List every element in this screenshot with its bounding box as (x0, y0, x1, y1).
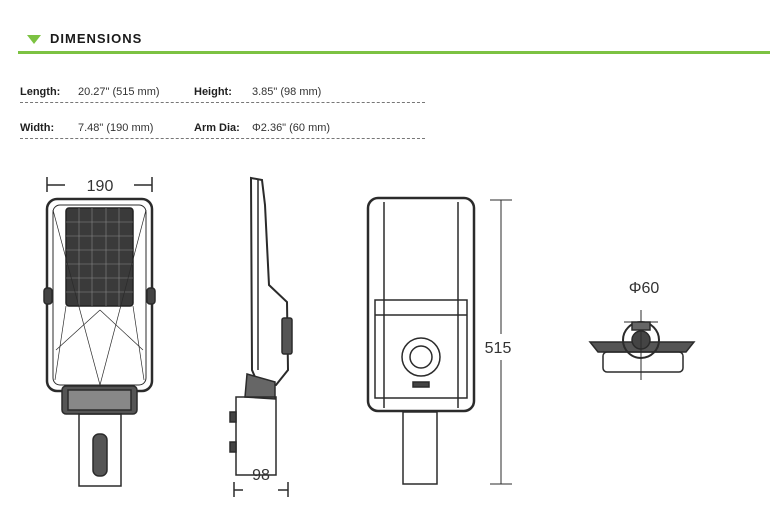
triangle-down-icon (27, 35, 41, 44)
length-dimension-label: 515 (485, 340, 512, 357)
length-value: 20.27" (515 mm) (78, 86, 160, 98)
back-view-drawing (366, 196, 512, 485)
height-label: Height: (194, 86, 232, 98)
arm-end-view-drawing (588, 310, 696, 380)
front-view-drawing (43, 177, 156, 487)
width-value: 7.48" (190 mm) (78, 122, 154, 134)
section-divider (18, 51, 770, 54)
side-view-drawing (229, 176, 293, 497)
width-label: Width: (20, 122, 55, 134)
width-dimension-label: 190 (87, 178, 114, 195)
height-dimension-label: 98 (252, 467, 270, 484)
section-header: DIMENSIONS (0, 0, 779, 56)
spec-row-length-height: Length: 20.27" (515 mm) Height: 3.85" (9… (20, 86, 425, 103)
length-label: Length: (20, 86, 61, 98)
section-title: DIMENSIONS (50, 31, 143, 46)
spec-row-width-arm: Width: 7.48" (190 mm) Arm Dia: Φ2.36" (6… (20, 122, 425, 139)
dimension-drawings: 190 98 515 Φ60 (43, 176, 696, 497)
arm-diameter-label: Φ60 (629, 280, 660, 297)
height-value: 3.85" (98 mm) (252, 86, 322, 98)
arm-value: Φ2.36" (60 mm) (252, 122, 331, 134)
arm-label: Arm Dia: (194, 122, 240, 134)
